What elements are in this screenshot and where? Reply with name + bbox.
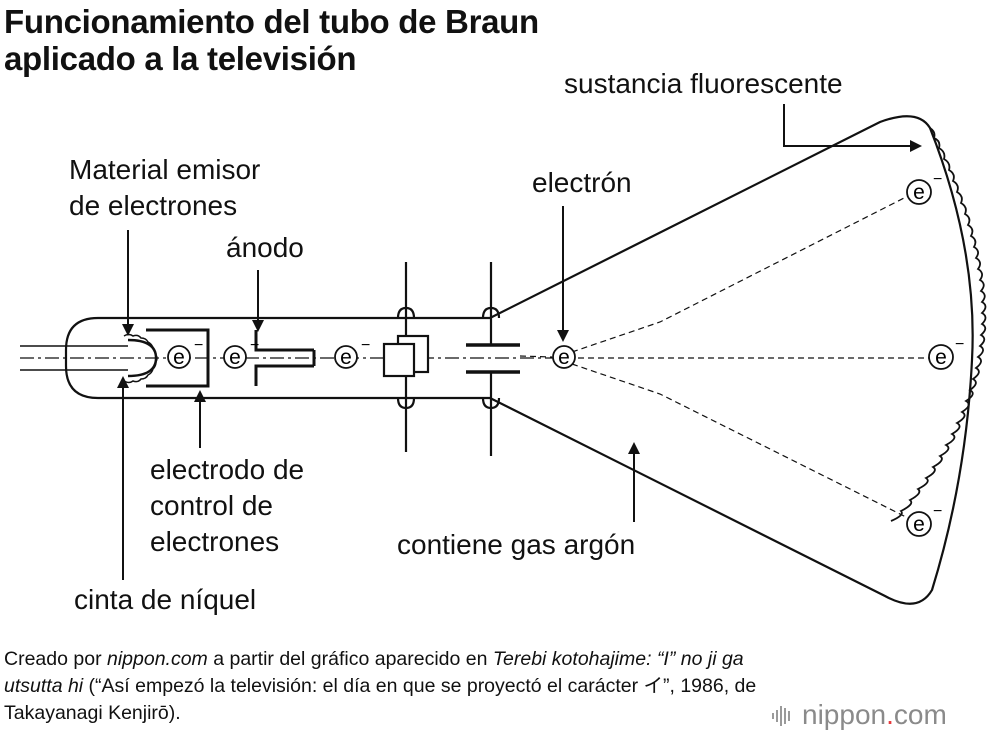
title-line-1: Funcionamiento del tubo de Braun bbox=[4, 3, 539, 40]
svg-text:e: e bbox=[229, 346, 241, 369]
bars-icon bbox=[772, 706, 790, 726]
electron-3: e − bbox=[334, 337, 370, 369]
electron-2: e − bbox=[223, 337, 259, 369]
label-control-line-3: electrones bbox=[150, 526, 280, 557]
svg-text:e: e bbox=[935, 346, 947, 369]
label-control-line-1: electrodo de bbox=[150, 454, 305, 485]
svg-text:−: − bbox=[361, 337, 370, 354]
arrow-fluorescent bbox=[783, 104, 922, 152]
svg-text:e: e bbox=[913, 513, 925, 536]
svg-text:−: − bbox=[955, 336, 964, 353]
electron-top: e − bbox=[906, 171, 942, 205]
label-control-line-2: control de bbox=[150, 490, 273, 521]
svg-text:−: − bbox=[194, 337, 203, 354]
tube-bell-outline bbox=[489, 115, 974, 605]
svg-text:e: e bbox=[913, 181, 925, 204]
label-fluorescent: sustancia fluorescente bbox=[564, 68, 843, 99]
anode bbox=[254, 330, 316, 386]
svg-text:e: e bbox=[558, 346, 570, 369]
electron-4: e bbox=[552, 345, 576, 369]
emitter-coating bbox=[123, 333, 158, 384]
nippon-logo: nippon.com bbox=[772, 700, 947, 730]
credit-part-2: a partir del gráfico aparecido en bbox=[207, 648, 493, 670]
electron-paths bbox=[519, 195, 930, 519]
label-emitter-line-1: Material emisor bbox=[69, 154, 261, 185]
label-argon: contiene gas argón bbox=[397, 529, 636, 560]
h-plate-seal-bottom bbox=[481, 397, 501, 410]
credit-book-title: Terebi kotohajime: “I” no ji ga utsutta … bbox=[4, 648, 744, 697]
svg-text:−: − bbox=[933, 503, 942, 520]
svg-text:e: e bbox=[173, 346, 185, 369]
deflection-seal-top bbox=[396, 306, 416, 319]
fluorescent-coating bbox=[890, 127, 987, 522]
electron-center: e − bbox=[928, 336, 964, 370]
deflection-plate-front bbox=[382, 342, 416, 378]
title-line-2: aplicado a la televisión bbox=[4, 39, 357, 77]
deflection-seal-bottom bbox=[396, 397, 416, 410]
diagram-title: Funcionamiento del tubo de Braun aplicad… bbox=[4, 3, 539, 78]
credit-part-1: Creado por bbox=[4, 648, 107, 670]
logo-name: nippon bbox=[802, 699, 887, 730]
svg-text:−: − bbox=[933, 171, 942, 188]
electron-1: e − bbox=[167, 337, 203, 369]
electron-bottom: e − bbox=[906, 503, 942, 537]
label-anode: ánodo bbox=[226, 232, 304, 263]
control-electrode bbox=[146, 328, 210, 388]
electron-group: e − e − e − e e − e − e − bbox=[167, 171, 964, 537]
source-credit: Creado por nippon.com a partir del gráfi… bbox=[4, 646, 774, 727]
h-plate-seal-top bbox=[481, 306, 501, 319]
svg-text:−: − bbox=[250, 337, 259, 354]
credit-part-3: (“Así empezó la televisión: el día en qu… bbox=[4, 675, 757, 724]
logo-tld: com bbox=[893, 699, 947, 730]
label-emitter-line-2: de electrones bbox=[69, 190, 238, 221]
nickel-ribbon bbox=[127, 338, 158, 378]
logo-dot: . bbox=[886, 699, 894, 730]
label-nickel: cinta de níquel bbox=[74, 584, 257, 615]
svg-text:e: e bbox=[340, 346, 352, 369]
label-electron: electrón bbox=[532, 167, 632, 198]
credit-site: nippon.com bbox=[106, 648, 208, 670]
